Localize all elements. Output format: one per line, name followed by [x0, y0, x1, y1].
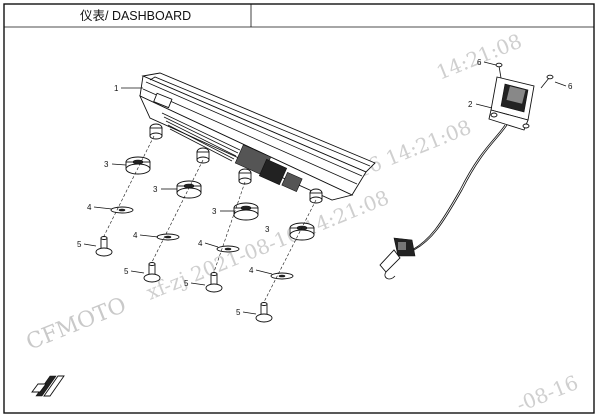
grommets: [125, 156, 315, 241]
mounting-bosses: [149, 123, 323, 204]
aux-bolt-left: [495, 62, 503, 79]
watermark-stamp-bottom: -08-16: [513, 370, 582, 416]
page-title: 仪表/ DASHBOARD: [80, 9, 191, 23]
bolt-2: [143, 262, 161, 283]
cfmoto-logo-icon: [31, 375, 65, 397]
bolt-3: [205, 272, 223, 293]
bolt-4: [255, 302, 273, 323]
callout-4a: 4: [87, 203, 92, 212]
grommet-3: [233, 202, 259, 221]
callout-4d: 4: [249, 266, 254, 275]
grommet-4: [289, 222, 315, 241]
callout-1: 1: [114, 84, 119, 93]
callout-5a: 5: [77, 240, 82, 249]
watermark-brand: CFMOTO: [23, 293, 130, 356]
drawing-frame: [3, 3, 595, 414]
grommet-2: [176, 180, 202, 199]
washers: [110, 206, 294, 280]
aux-bolt-right: [540, 74, 554, 89]
watermark-stamp-center: xf-zj 2021-08-16 14:21:08: [143, 185, 392, 304]
callout-4c: 4: [198, 239, 203, 248]
callout-5b: 5: [124, 267, 129, 276]
callout-5d: 5: [236, 308, 241, 317]
callout-3b: 3: [153, 185, 158, 194]
callout-4b: 4: [133, 231, 138, 240]
callout-6a: 6: [477, 58, 482, 67]
callout-3a: 3: [104, 160, 109, 169]
leader-lines: [83, 61, 567, 315]
grommet-1: [125, 156, 151, 175]
bolt-1: [95, 236, 113, 257]
callout-3d: 3: [265, 225, 270, 234]
aux-plug-connector: [379, 237, 416, 280]
callout-labels: 1 2 3 3 3 3 4 4 4 4 5 5 5 5 6 6: [77, 58, 573, 317]
watermark-stamp-top: 14:21:08: [433, 29, 525, 85]
callout-5c: 5: [184, 279, 189, 288]
callout-6b: 6: [568, 82, 573, 91]
instrument-cluster: [139, 72, 376, 204]
callout-2: 2: [468, 100, 473, 109]
bolts: [95, 236, 273, 323]
aux-cable: [411, 124, 506, 251]
callout-3c: 3: [212, 207, 217, 216]
auxiliary-display: [379, 62, 554, 280]
assembly-axes: [103, 135, 317, 303]
